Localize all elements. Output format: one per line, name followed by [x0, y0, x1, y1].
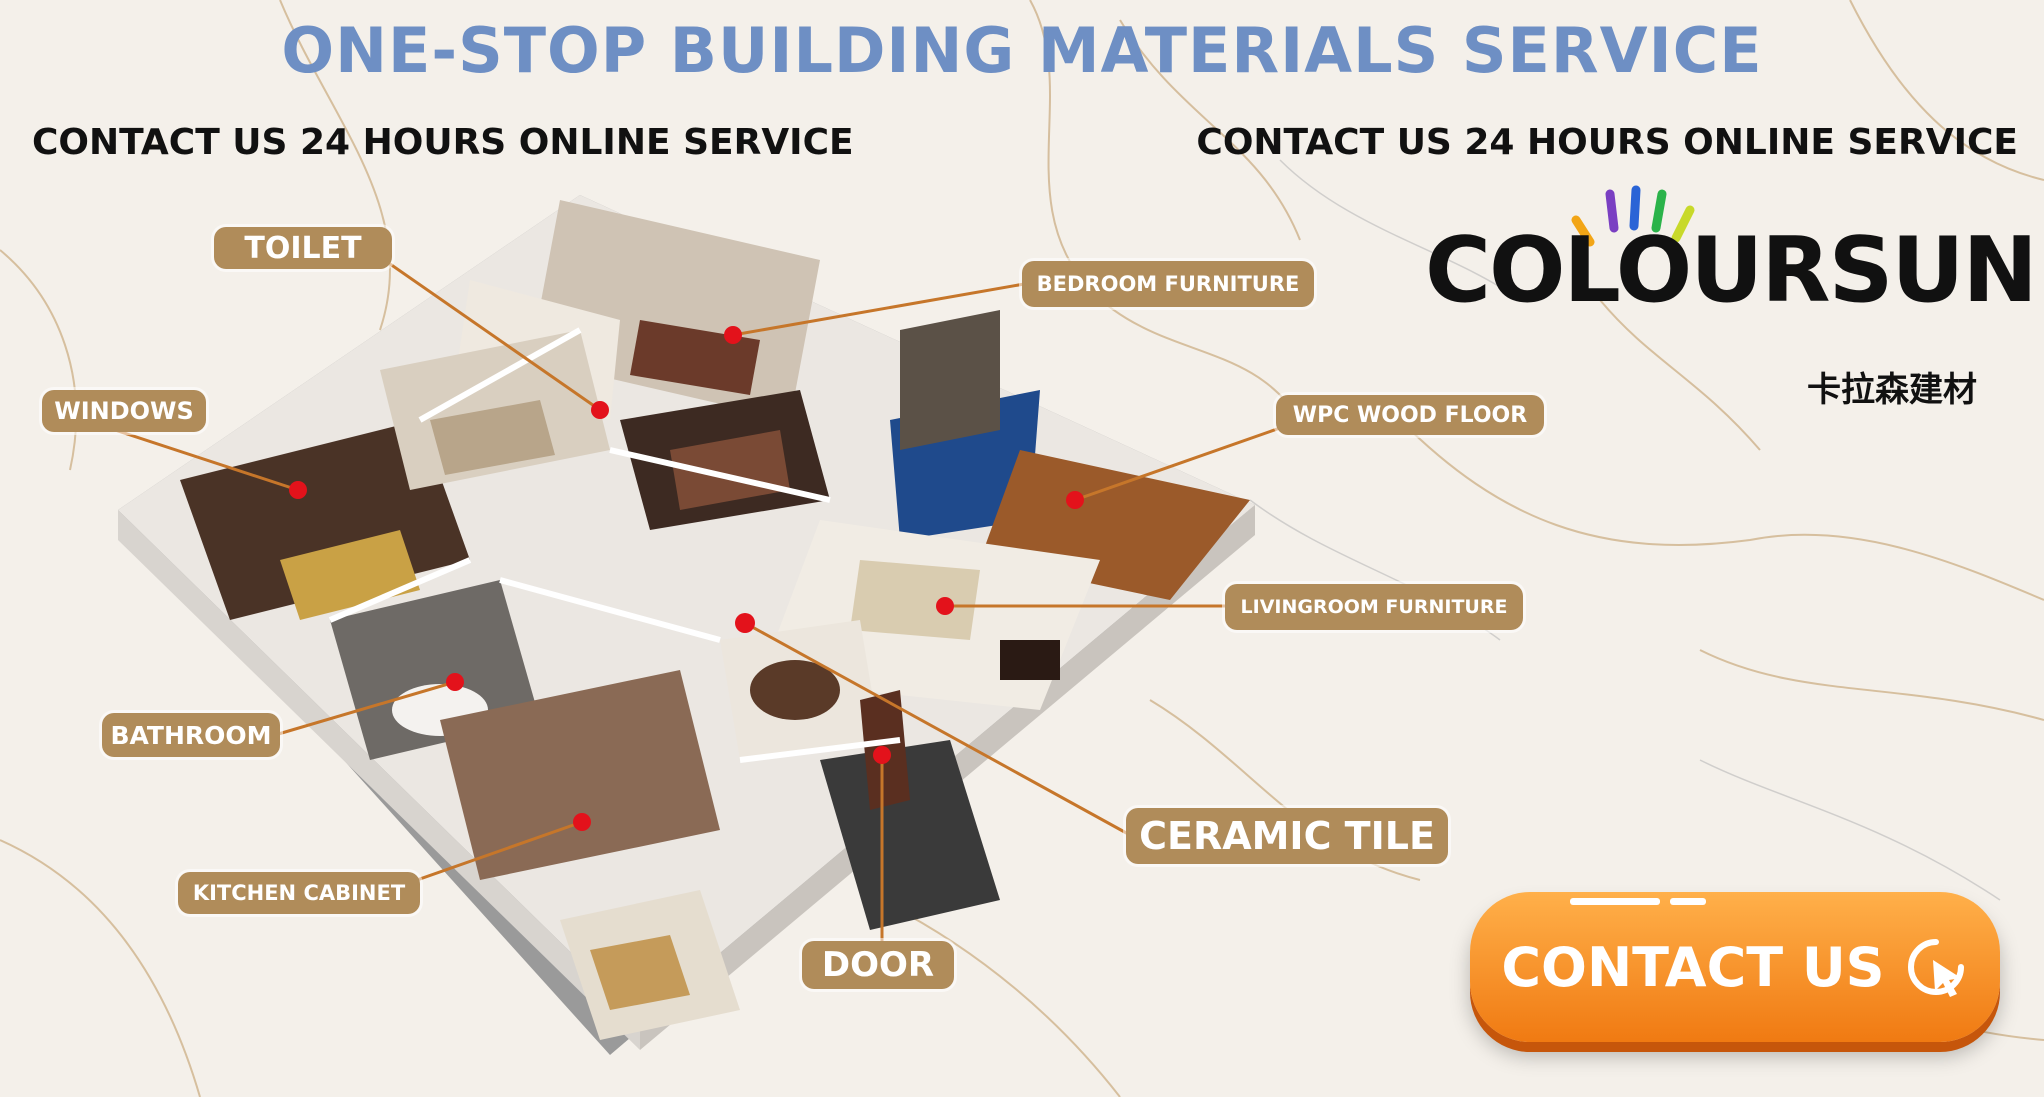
cta-highlight-small: [1670, 898, 1706, 905]
marker-livingroom: [936, 597, 954, 615]
brand-chinese-name: 卡拉森建材: [1807, 370, 1977, 410]
leader-bathroom: [274, 680, 456, 737]
label-ceramic-tile: CERAMIC TILE: [1126, 808, 1448, 864]
leader-ceramic: [744, 621, 1131, 837]
marker-bathroom: [446, 673, 464, 691]
contact-us-label: CONTACT US: [1501, 935, 1885, 999]
label-livingroom-furniture: LIVINGROOM FURNITURE: [1225, 584, 1523, 630]
label-bedroom-furniture: BEDROOM FURNITURE: [1022, 261, 1314, 307]
outer-wall: [118, 510, 640, 1050]
page-title: ONE-STOP BUILDING MATERIALS SERVICE: [281, 14, 1763, 87]
cta-highlight: [1570, 898, 1660, 905]
pointer-click-icon: [1907, 939, 1964, 997]
marker-bedroom: [724, 326, 742, 344]
room-kitchen: [440, 670, 720, 880]
marker-toilet: [591, 401, 609, 419]
label-bathroom: BATHROOM: [102, 713, 280, 757]
contact-line-right: CONTACT US 24 HOURS ONLINE SERVICE: [1196, 122, 2018, 163]
logo-rays-icon: [1571, 185, 1695, 247]
label-door: DOOR: [802, 941, 954, 989]
leader-bedroom-furniture: [732, 281, 1031, 337]
contact-line-left: CONTACT US 24 HOURS ONLINE SERVICE: [32, 122, 854, 163]
contact-us-button[interactable]: CONTACT US: [1470, 892, 2000, 1042]
label-windows: WINDOWS: [42, 390, 206, 432]
marker-kitchen: [573, 813, 591, 831]
marker-door: [873, 746, 891, 764]
marker-windows: [289, 481, 307, 499]
label-kitchen-cabinet: KITCHEN CABINET: [178, 872, 420, 914]
marker-ceramic: [735, 613, 755, 633]
leader-wpc: [1074, 426, 1281, 502]
leader-windows: [114, 428, 299, 492]
foyer: [820, 740, 1000, 930]
brand-logo: COLOURSUN: [1425, 218, 2038, 323]
marker-wpc: [1066, 491, 1084, 509]
label-wpc-wood-floor: WPC WOOD FLOOR: [1276, 395, 1544, 435]
label-toilet: TOILET: [214, 227, 392, 269]
leader-toilet: [369, 248, 601, 412]
